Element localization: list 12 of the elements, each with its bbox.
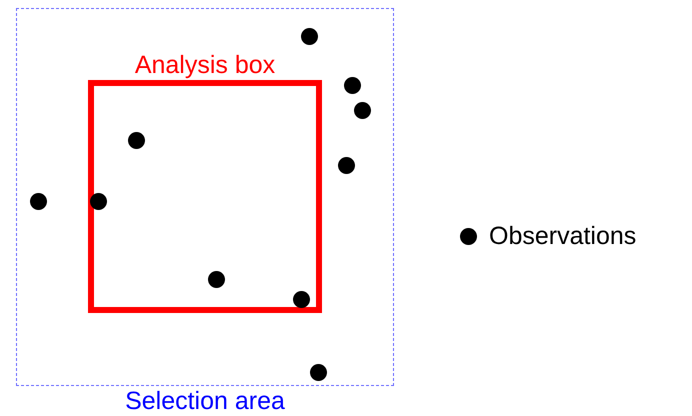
observation-dot (354, 102, 370, 118)
observation-dot (310, 364, 326, 380)
selection-area-title: Selection area (124, 386, 286, 416)
observation-dot (208, 270, 224, 288)
observation-dot (300, 28, 318, 44)
analysis-box-title: Analysis box (134, 50, 276, 80)
legend-label: Observations (489, 221, 636, 251)
observation-dot (30, 192, 46, 210)
observation-dot (292, 290, 310, 308)
observation-dot (128, 132, 144, 148)
observation-dot (344, 76, 360, 94)
observation-dot (338, 156, 354, 174)
